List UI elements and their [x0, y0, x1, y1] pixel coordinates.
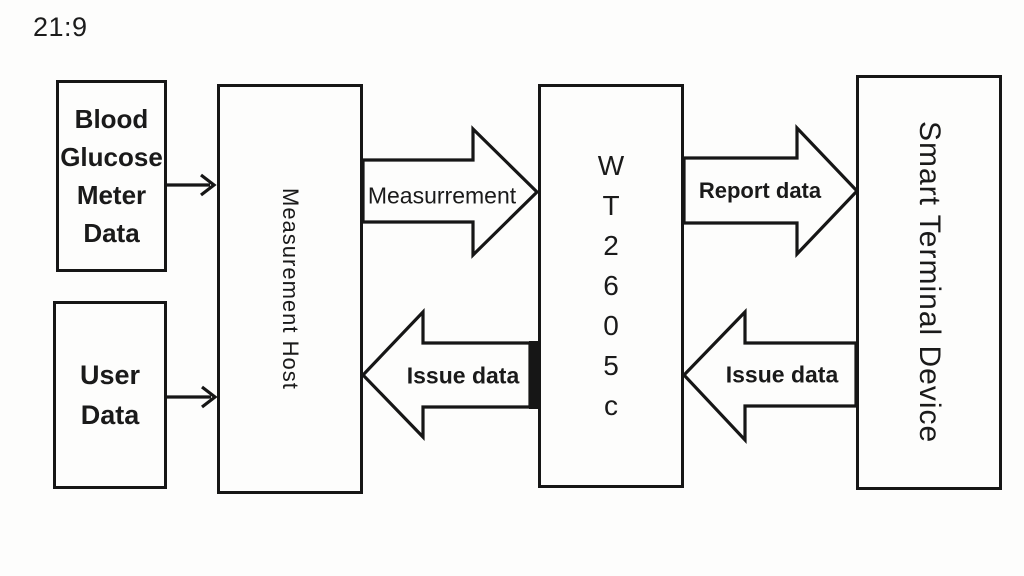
issue-left-tail-bar: [529, 341, 538, 409]
node-smart-terminal-label: Smart Terminal Device: [913, 121, 946, 444]
report-arrow-label: Report data: [698, 178, 822, 203]
issue-left-arrow-label: Issue data: [406, 362, 520, 389]
node-blood-glucose-meter-data: Blood Glucose Meter Data: [56, 80, 167, 272]
issue-right-arrow-label: Issue data: [725, 361, 839, 388]
user-to-host-arrow: [167, 385, 218, 409]
node-measurement-host-label: Measurement Host: [278, 188, 303, 390]
measurement-arrow-label: Measurrement: [367, 182, 517, 209]
node-user-data: User Data: [53, 301, 167, 489]
node-user-data-label: User Data: [79, 360, 141, 430]
node-measurement-host: Measurement Host: [217, 84, 363, 494]
blood-to-host-arrow: [167, 173, 217, 197]
node-wt2605c: W T 2 6 0 5 c: [538, 84, 684, 488]
node-wt2605c-label: W T 2 6 0 5 c: [597, 150, 625, 421]
node-smart-terminal-device: Smart Terminal Device: [856, 75, 1002, 490]
aspect-ratio-label: 21:9: [33, 12, 88, 42]
node-blood-glucose-label: Blood Glucose Meter Data: [60, 104, 163, 248]
